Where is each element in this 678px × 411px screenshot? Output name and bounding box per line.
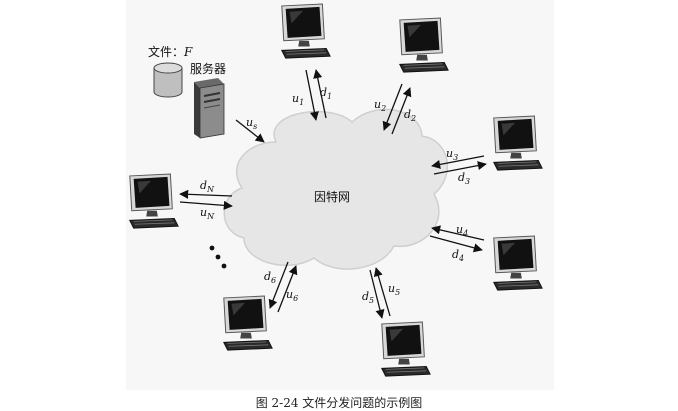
peer-5-computer-icon [381,321,431,377]
link-6-download-label: d6 [264,270,276,285]
link-6-upload-arrow [277,265,298,313]
link-n-upload-arrow [179,200,233,210]
peer-1-computer-icon [281,3,331,59]
link-5-download-label: d5 [362,290,374,305]
more-peers-ellipsis [209,245,227,269]
server-icon [194,78,225,139]
link-1-upload-label: u1 [292,92,304,107]
server-label: 服务器 [190,61,226,76]
file-cylinder-icon [153,62,183,98]
link-5-upload-arrow [373,267,391,317]
link-1-upload-arrow [305,69,319,121]
link-n-download-arrow [179,189,233,199]
link-5-upload-label: u5 [388,282,400,297]
link-2-upload-label: u2 [374,98,386,113]
link-n-download-label: dN [200,179,215,194]
link-5-download-arrow [369,269,385,319]
link-n-upload-label: uN [200,206,215,221]
peer-3-computer-icon [493,115,543,171]
link-4-upload-label: u4 [456,223,468,238]
internet-label: 因特网 [314,189,350,204]
link-4-upload-arrow [431,225,485,241]
peer-4-computer-icon [493,235,543,291]
peer-2-computer-icon [399,17,449,73]
server-upload-label: us [246,116,257,131]
link-3-upload-label: u3 [446,147,458,162]
link-2-download-label: d2 [404,108,416,123]
link-4-download-arrow [429,235,483,253]
link-2-upload-arrow [382,83,403,131]
link-4-download-label: d4 [452,248,464,263]
link-3-download-arrow [433,161,487,175]
link-1-download-arrow [313,69,327,119]
link-6-download-arrow [268,261,289,309]
link-3-download-label: d3 [458,171,470,186]
server-upload-arrow [235,119,265,143]
link-3-upload-arrow [431,155,485,169]
file-label: 文件：F [148,44,193,59]
figure-caption: 图 2-24 文件分发问题的示例图 [255,396,423,410]
link-1-download-label: d1 [320,86,332,101]
peer-6-computer-icon [223,295,273,351]
link-6-upload-label: u6 [286,288,298,303]
peer-n-computer-icon [129,173,179,229]
link-2-download-arrow [391,87,412,135]
